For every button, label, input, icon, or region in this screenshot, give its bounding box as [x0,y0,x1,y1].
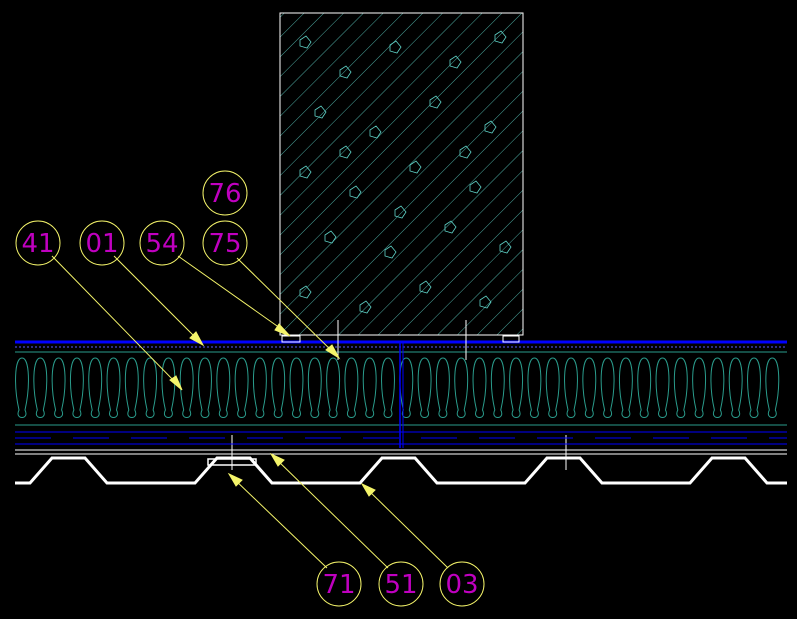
insulation-layer [15,351,787,426]
insulation-loop [454,357,469,418]
aggregate-mark [369,125,382,139]
insulation-loop [234,357,249,418]
leader-lines [51,255,449,569]
tag-71-label: 71 [322,570,355,600]
tag-75-label: 75 [208,229,241,259]
insulation-loop [179,357,194,418]
tag-75: 75 [202,220,248,266]
roof-membrane [15,335,787,348]
insulation-loops [15,357,780,418]
insulation-loop [655,357,670,418]
insulation-loop [509,357,523,418]
insulation-loop [88,357,103,418]
tag-54: 54 [139,220,185,266]
insulation-loop [545,357,560,418]
insulation-loop [527,357,542,418]
aggregate-mark [449,55,462,69]
insulation-loop [728,357,743,418]
aggregate-mark [419,280,432,294]
tag-01-label: 01 [85,229,118,259]
insulation-loop [106,357,121,418]
aggregate-mark [389,40,402,54]
insulation-loop [289,357,304,418]
wall-aggregate-marks [299,30,512,314]
insulation-loop [253,357,267,418]
aggregate-mark [299,165,312,179]
aggregate-mark [459,145,472,159]
tag-51: 51 [378,561,424,607]
vapour-layer [15,431,787,455]
aggregate-mark [339,65,352,79]
insulation-loop [436,357,450,418]
aggregate-mark [349,185,362,199]
insulation-loop [582,357,597,418]
aggregate-mark [314,105,327,119]
aggregate-mark [444,220,457,234]
insulation-loop [51,357,66,418]
tag-41-label: 41 [21,229,54,259]
insulation-loop [307,357,322,418]
tag-76: 76 [202,170,248,216]
insulation-loop [70,357,84,418]
aggregate-mark [484,120,497,134]
insulation-loop [619,357,633,418]
aggregate-mark [299,35,312,49]
tag-03-label: 03 [445,570,478,600]
aggregate-mark [384,245,397,259]
insulation-loop [271,357,286,418]
insulation-loop [765,357,780,418]
insulation-loop [143,357,157,418]
aggregate-mark [429,95,442,109]
aggregate-mark [339,145,352,159]
insulation-loop [124,357,139,418]
aggregate-mark [359,300,372,314]
tag-51-label: 51 [384,570,417,600]
insulation-loop [15,357,29,418]
insulation-loop [417,357,432,418]
insulation-loop [710,357,725,418]
insulation-loop [198,357,212,418]
insulation-loop [600,357,615,418]
insulation-loop [399,357,414,418]
aggregate-mark [299,285,312,299]
concrete-wall [279,12,524,336]
insulation-loop [344,357,359,418]
tag-03: 03 [439,561,485,607]
aggregate-mark [494,30,507,44]
tag-76-label: 76 [208,179,241,209]
aggregate-mark [409,160,422,174]
steel-deck [15,456,787,485]
insulation-loop [490,357,505,418]
tag-54-label: 54 [145,229,178,259]
aggregate-mark [469,180,482,194]
insulation-loop [362,357,377,418]
insulation-loop [161,357,176,418]
insulation-loop [637,357,652,418]
tag-71: 71 [316,561,362,607]
insulation-loop [692,357,706,418]
insulation-loop [747,357,761,418]
aggregate-mark [479,295,492,309]
insulation-loop [381,357,395,418]
tag-41: 41 [15,220,61,266]
insulation-loop [33,357,48,418]
insulation-loop [326,357,340,418]
insulation-loop [216,357,231,418]
insulation-loop [564,357,578,418]
aggregate-mark [324,230,337,244]
joints [231,320,567,470]
tag-01: 01 [79,220,125,266]
insulation-loop [472,357,487,418]
insulation-loop [673,357,688,418]
aggregate-mark [394,205,407,219]
aggregate-mark [499,240,512,254]
